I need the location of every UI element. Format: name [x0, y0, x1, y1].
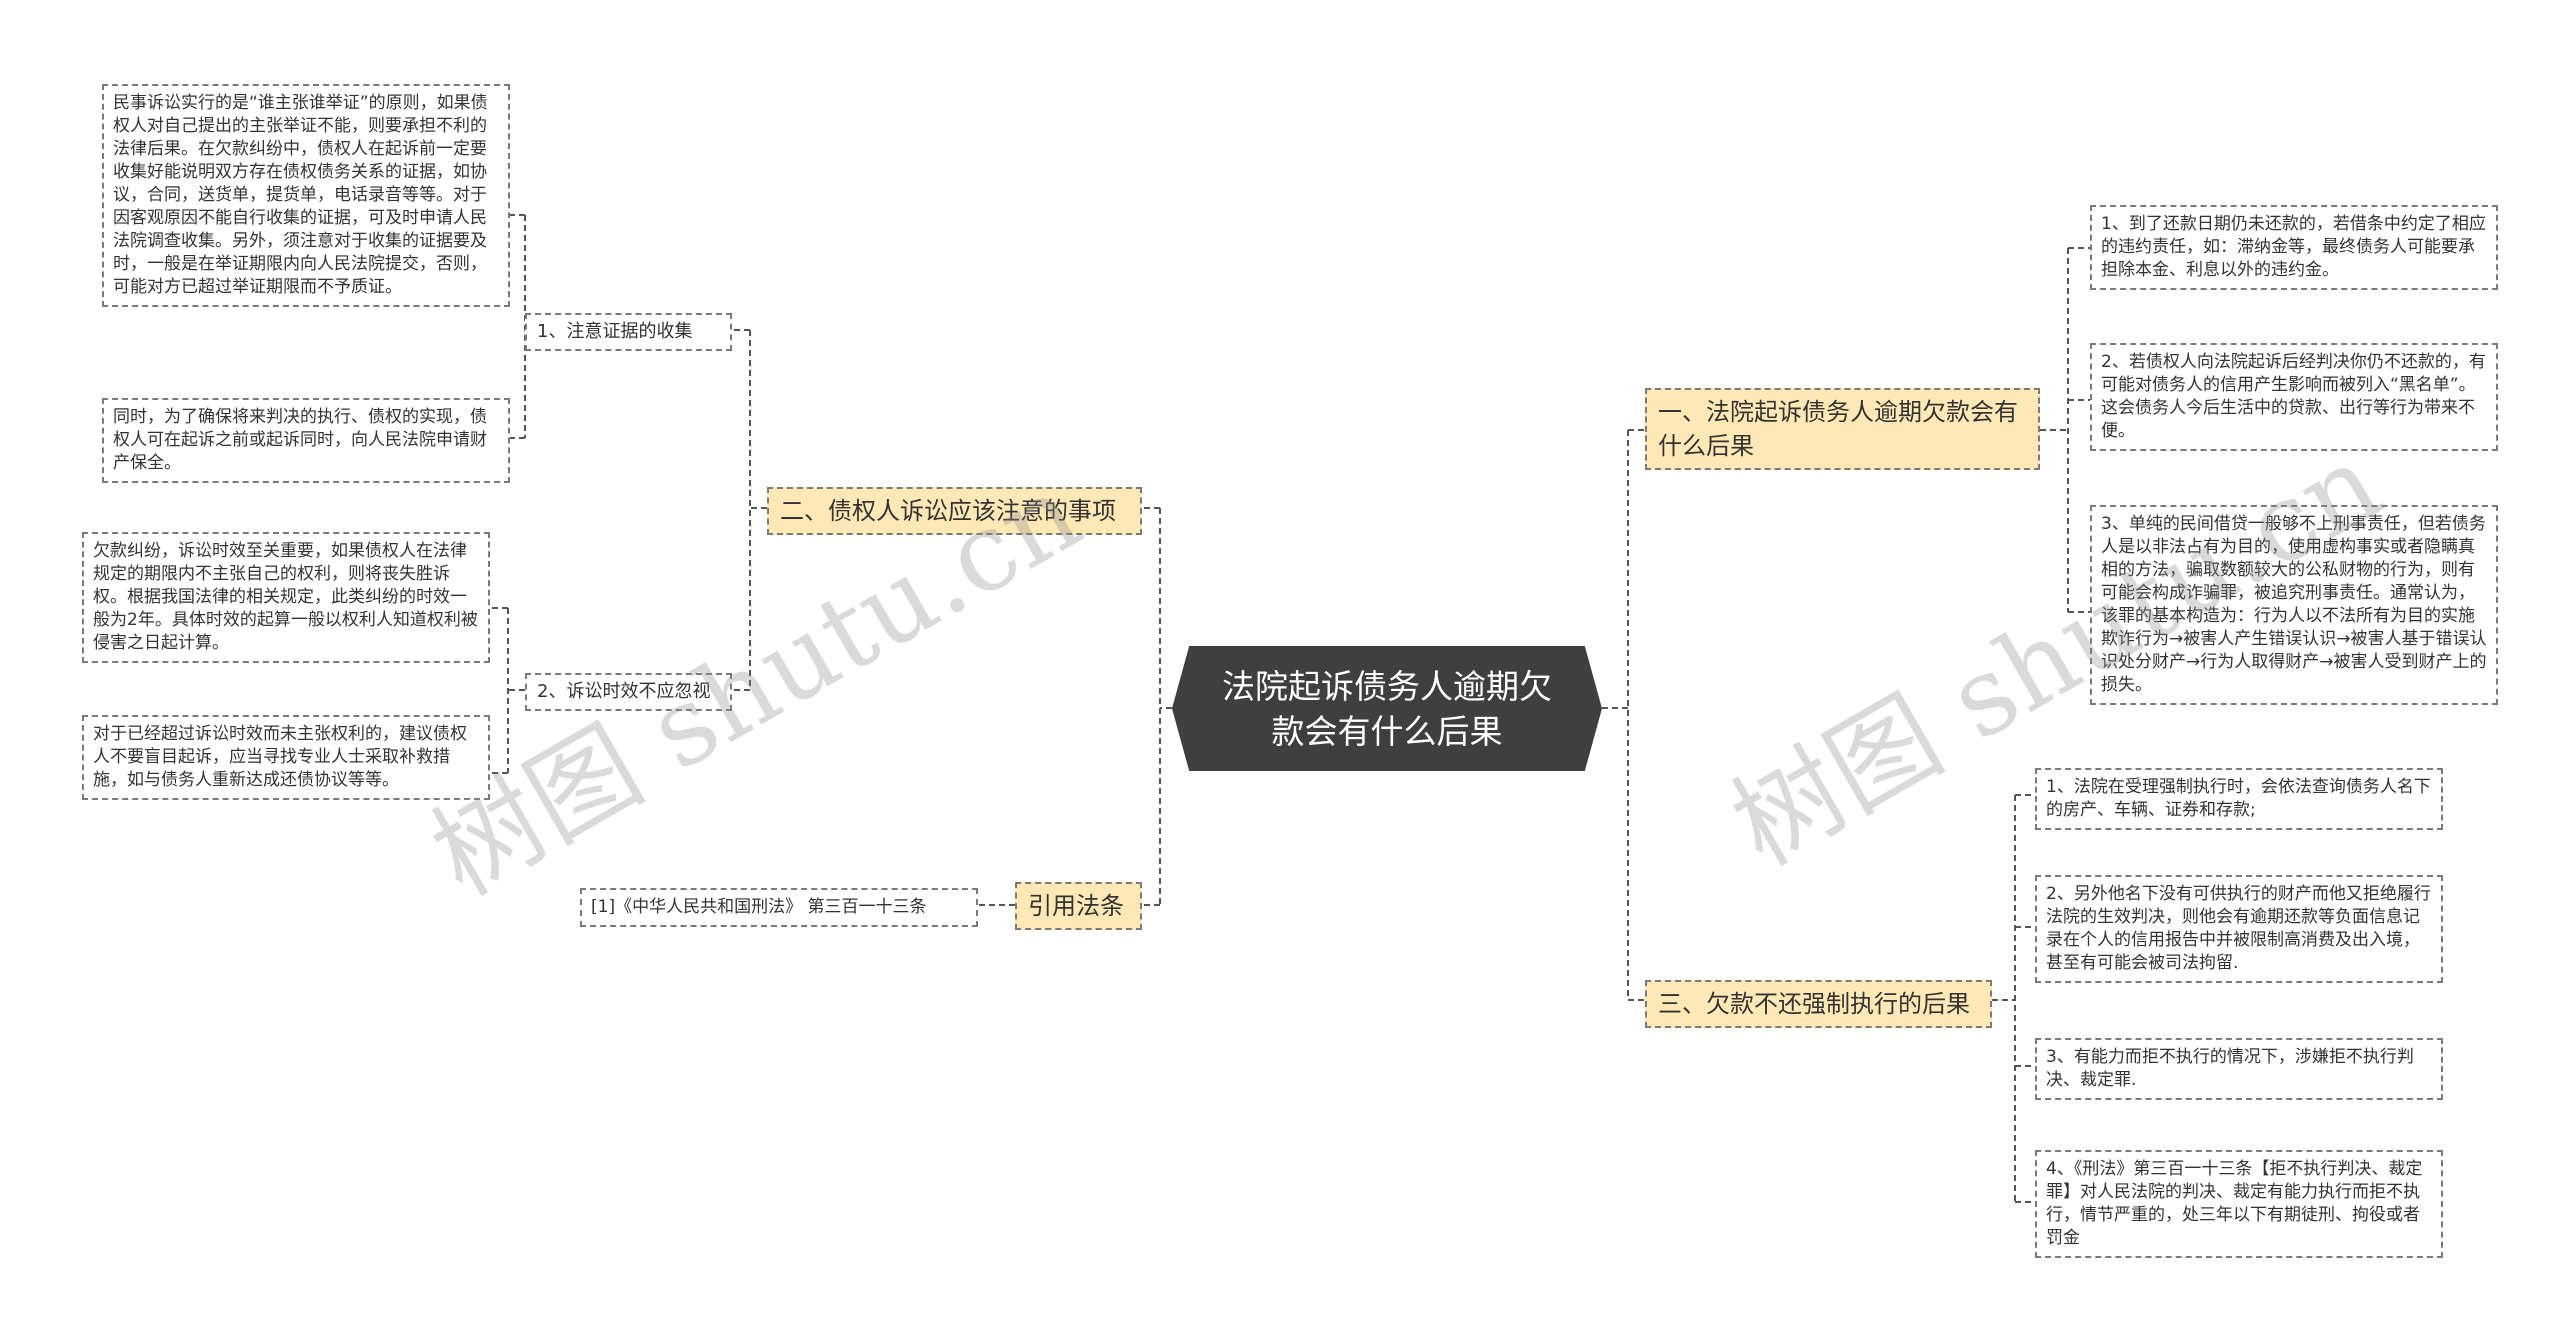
b3-item-2[interactable]: 2、另外他名下没有可供执行的财产而他又拒绝履行法院的生效判决，则他会有逾期还款等…	[2035, 875, 2443, 983]
b2-s1-item-2[interactable]: 同时，为了确保将来判决的执行、债权的实现，债权人可在起诉之前或起诉同时，向人民法…	[102, 398, 510, 483]
b1-item-1[interactable]: 1、到了还款日期仍未还款的，若借条中约定了相应的违约责任，如：滞纳金等，最终债务…	[2090, 205, 2498, 290]
b1-item-1-text: 1、到了还款日期仍未还款的，若借条中约定了相应的违约责任，如：滞纳金等，最终债务…	[2101, 214, 2486, 280]
b3-item-1-text: 1、法院在受理强制执行时，会依法查询债务人名下的房产、车辆、证券和存款;	[2046, 777, 2431, 820]
b2-s1-item-2-text: 同时，为了确保将来判决的执行、债权的实现，债权人可在起诉之前或起诉同时，向人民法…	[113, 407, 487, 473]
root-topic-label: 法院起诉债务人逾期欠款会有什么后果	[1222, 666, 1552, 751]
b1-item-2[interactable]: 2、若债权人向法院起诉后经判决你仍不还款的，有可能对债务人的信用产生影响而被列入…	[2090, 343, 2498, 451]
b2-sub-2[interactable]: 2、诉讼时效不应忽视	[525, 673, 732, 711]
branch-4-label: 引用法条	[1028, 892, 1124, 920]
b4-item-1[interactable]: [1]《中华人民共和国刑法》 第三百一十三条	[580, 888, 978, 927]
branch-4[interactable]: 引用法条	[1015, 882, 1142, 930]
b2-s2-item-2-text: 对于已经超过诉讼时效而未主张权利的，建议债权人不要盲目起诉，应当寻找专业人士采取…	[93, 724, 467, 790]
b2-s1-item-1-text: 民事诉讼实行的是“谁主张谁举证”的原则，如果债权人对自己提出的主张举证不能，则要…	[113, 93, 488, 297]
b3-item-3-text: 3、有能力而拒不执行的情况下，涉嫌拒不执行判决、裁定罪.	[2046, 1047, 2414, 1090]
b3-item-3[interactable]: 3、有能力而拒不执行的情况下，涉嫌拒不执行判决、裁定罪.	[2035, 1038, 2443, 1100]
b1-item-2-text: 2、若债权人向法院起诉后经判决你仍不还款的，有可能对债务人的信用产生影响而被列入…	[2101, 352, 2486, 441]
branch-3[interactable]: 三、欠款不还强制执行的后果	[1645, 980, 1992, 1028]
b3-item-1[interactable]: 1、法院在受理强制执行时，会依法查询债务人名下的房产、车辆、证券和存款;	[2035, 768, 2443, 830]
b2-s2-item-1[interactable]: 欠款纠纷，诉讼时效至关重要，如果债权人在法律规定的期限内不主张自己的权利，则将丧…	[82, 532, 490, 663]
branch-2[interactable]: 二、债权人诉讼应该注意的事项	[767, 487, 1142, 535]
b3-item-4[interactable]: 4、《刑法》第三百一十三条【拒不执行判决、裁定罪】对人民法院的判决、裁定有能力执…	[2035, 1150, 2443, 1258]
branch-1[interactable]: 一、法院起诉债务人逾期欠款会有什么后果	[1645, 388, 2040, 470]
branch-3-label: 三、欠款不还强制执行的后果	[1658, 990, 1970, 1018]
branch-1-label: 一、法院起诉债务人逾期欠款会有什么后果	[1658, 398, 2018, 460]
b3-item-2-text: 2、另外他名下没有可供执行的财产而他又拒绝履行法院的生效判决，则他会有逾期还款等…	[2046, 884, 2431, 973]
b1-item-3-text: 3、单纯的民间借贷一般够不上刑事责任，但若债务人是以非法占有为目的，使用虚构事实…	[2101, 514, 2487, 695]
b2-sub-1[interactable]: 1、注意证据的收集	[525, 313, 732, 351]
b2-sub-2-label: 2、诉讼时效不应忽视	[537, 681, 711, 702]
b2-s1-item-1[interactable]: 民事诉讼实行的是“谁主张谁举证”的原则，如果债权人对自己提出的主张举证不能，则要…	[102, 84, 510, 307]
branch-2-label: 二、债权人诉讼应该注意的事项	[780, 497, 1116, 525]
b2-s2-item-2[interactable]: 对于已经超过诉讼时效而未主张权利的，建议债权人不要盲目起诉，应当寻找专业人士采取…	[82, 715, 490, 800]
b1-item-3[interactable]: 3、单纯的民间借贷一般够不上刑事责任，但若债务人是以非法占有为目的，使用虚构事实…	[2090, 505, 2498, 705]
b4-item-1-text: [1]《中华人民共和国刑法》 第三百一十三条	[591, 897, 927, 917]
b2-s2-item-1-text: 欠款纠纷，诉讼时效至关重要，如果债权人在法律规定的期限内不主张自己的权利，则将丧…	[93, 541, 478, 653]
b3-item-4-text: 4、《刑法》第三百一十三条【拒不执行判决、裁定罪】对人民法院的判决、裁定有能力执…	[2046, 1159, 2423, 1248]
b2-sub-1-label: 1、注意证据的收集	[537, 321, 693, 342]
root-topic[interactable]: 法院起诉债务人逾期欠款会有什么后果	[1172, 646, 1602, 771]
